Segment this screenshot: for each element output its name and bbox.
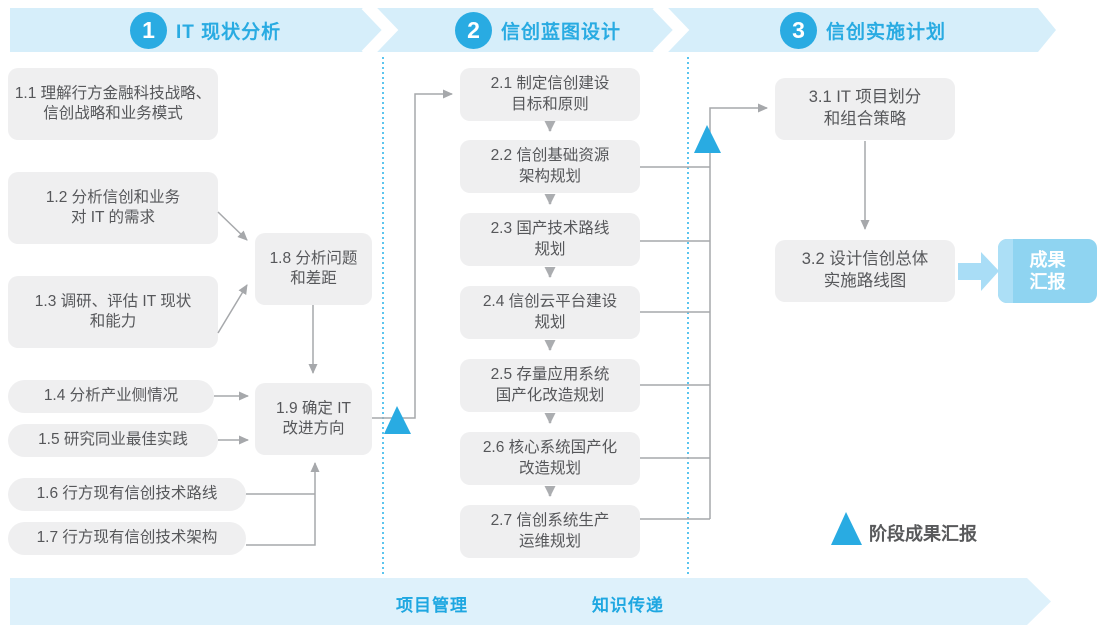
knowledge-transfer-label: 知识传递 [592, 596, 664, 615]
milestone-triangle-phase1-icon [384, 406, 411, 434]
task-box-1-2: 1.2 分析信创和业务 对 IT 的需求 [8, 172, 218, 244]
task-box-1-7: 1.7 行方现有信创技术架构 [8, 522, 246, 555]
task-box-2-4: 2.4 信创云平台建设 规划 [460, 286, 640, 339]
task-box-1-9: 1.9 确定 IT 改进方向 [255, 383, 372, 455]
connector-lines [214, 89, 870, 546]
phase-2-number-badge: 2 [455, 11, 492, 49]
task-box-1-5: 1.5 研究同业最佳实践 [8, 424, 218, 457]
task-box-1-4: 1.4 分析产业侧情况 [8, 380, 214, 413]
milestone-triangle-phase2-icon [694, 125, 721, 153]
phase-band-top [10, 8, 1056, 52]
task-box-3-2: 3.2 设计信创总体 实施路线图 [775, 240, 955, 302]
task-box-2-5: 2.5 存量应用系统 国产化改造规划 [460, 359, 640, 412]
result-report-box: 成果 汇报 [998, 239, 1097, 303]
phase-band-bottom [10, 578, 1051, 625]
project-management-label: 项目管理 [396, 596, 468, 615]
result-box-stripe [998, 239, 1013, 303]
task-box-2-7: 2.7 信创系统生产 运维规划 [460, 505, 640, 558]
phase-2-header: 2 信创蓝图设计 [455, 11, 621, 49]
band-chevron-separators [361, 0, 690, 60]
task-box-2-3: 2.3 国产技术路线 规划 [460, 213, 640, 266]
result-report-label: 成果 汇报 [1029, 249, 1066, 293]
phase-1-number-badge: 1 [130, 11, 167, 49]
task-box-2-1: 2.1 制定信创建设 目标和原则 [460, 68, 640, 121]
phase-3-number-badge: 3 [780, 11, 817, 49]
phase-3-title: 信创实施计划 [826, 21, 947, 43]
task-box-1-3: 1.3 调研、评估 IT 现状 和能力 [8, 276, 218, 348]
task-box-3-1: 3.1 IT 项目划分 和组合策略 [775, 78, 955, 140]
task-box-2-6: 2.6 核心系统国产化 改造规划 [460, 432, 640, 485]
phase-1-title: IT 现状分析 [176, 21, 282, 43]
legend-milestone-triangle-icon [831, 512, 862, 545]
phase-3-header: 3 信创实施计划 [780, 11, 946, 49]
task-box-1-1: 1.1 理解行方金融科技战略、 信创战略和业务模式 [8, 68, 218, 140]
legend-milestone-label: 阶段成果汇报 [869, 524, 977, 544]
task-box-1-6: 1.6 行方现有信创技术路线 [8, 478, 246, 511]
phase-2-title: 信创蓝图设计 [501, 21, 622, 43]
result-arrow-icon [958, 252, 999, 291]
task-box-2-2: 2.2 信创基础资源 架构规划 [460, 140, 640, 193]
task-box-1-8: 1.8 分析问题 和差距 [255, 233, 372, 305]
phase-1-header: 1 IT 现状分析 [130, 11, 281, 49]
